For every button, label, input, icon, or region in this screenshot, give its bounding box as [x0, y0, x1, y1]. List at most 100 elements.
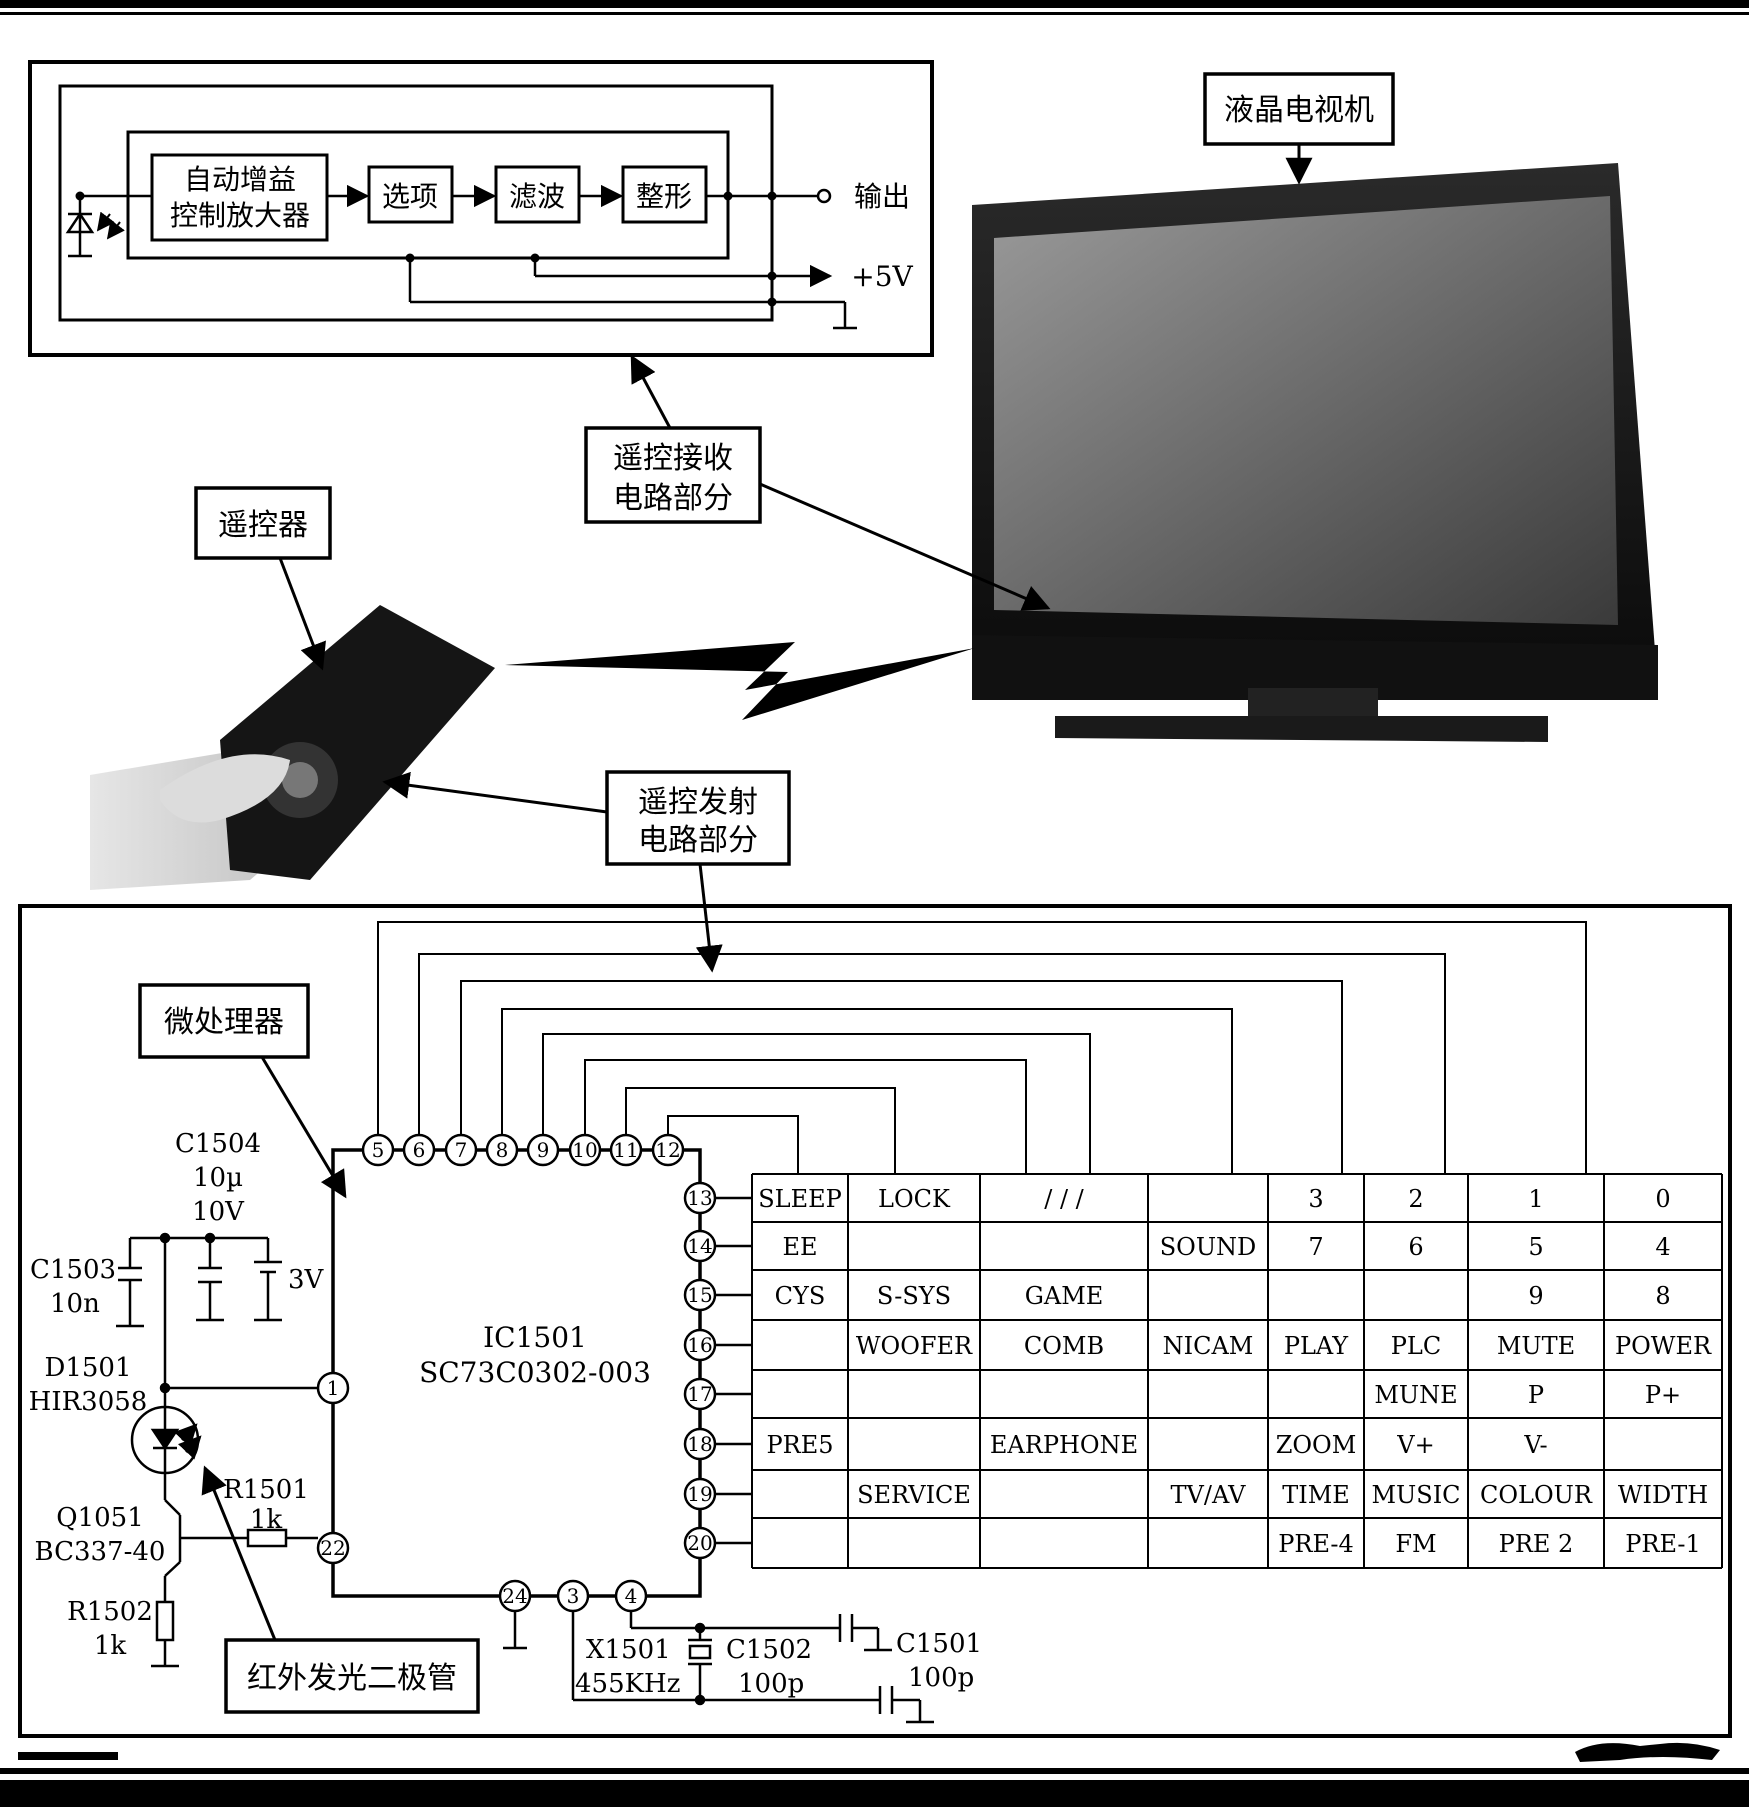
key-mune-r4c5: MUNE: [1374, 1381, 1457, 1409]
bottom-rule: [0, 1768, 1749, 1774]
v3-label: 3V: [288, 1265, 325, 1295]
receiver-inner-frame: [58, 84, 774, 322]
bus-wire-8: [501, 1008, 1233, 1174]
pin-13: [683, 1181, 717, 1215]
c1503-val: 10n: [50, 1289, 100, 1319]
pin-8: [485, 1133, 519, 1167]
pin-18: [683, 1427, 717, 1461]
top-rule-thin: [0, 12, 1749, 15]
output-terminal: [816, 188, 832, 204]
pin-5-label: 5: [372, 1138, 385, 1162]
transmitter-circuit-label-box: 遥控发射 电路部分: [382, 770, 791, 973]
pin-10-label: 10: [572, 1138, 597, 1162]
pin-4-label: 4: [625, 1584, 638, 1608]
pin-16: [683, 1328, 717, 1362]
key-woofer-r3c1: WOOFER: [856, 1332, 973, 1360]
lcd-tv-label: 液晶电视机: [1224, 93, 1374, 128]
pin-17-label: 17: [687, 1382, 712, 1406]
receiver-outer-frame: [28, 60, 934, 357]
pin-20-label: 20: [687, 1531, 712, 1555]
remote-illustration: [90, 605, 495, 890]
shaping-label: 整形: [636, 180, 692, 213]
bottom-mark: [18, 1752, 118, 1760]
key-mute-r3c6: MUTE: [1497, 1332, 1575, 1360]
pin-1-label: 1: [327, 1376, 340, 1400]
key-pre-4-r7c4: PRE-4: [1278, 1530, 1354, 1558]
top-rule: [0, 0, 1749, 8]
pin-14-label: 14: [687, 1234, 712, 1258]
pin-18-label: 18: [687, 1432, 712, 1456]
pin-19-label: 19: [687, 1482, 712, 1506]
key-tvav-r6c3: TV/AV: [1171, 1481, 1247, 1509]
c1502-val: 100p: [738, 1669, 804, 1699]
q1051-part: BC337-40: [35, 1537, 166, 1567]
pin-22: [316, 1531, 350, 1565]
key-3-r0c4: 3: [1308, 1185, 1323, 1213]
agc-label-line2: 控制放大器: [170, 199, 310, 232]
receiver-circuit-label-box: 遥控接收 电路部分: [584, 354, 1051, 611]
pin-8-label: 8: [496, 1138, 509, 1162]
supply-label: +5V: [851, 260, 913, 293]
key-pre2-r7c6: PRE 2: [1499, 1530, 1574, 1558]
key-music-r6c5: MUSIC: [1371, 1481, 1460, 1509]
ic-ref: IC1501: [483, 1321, 587, 1354]
key-service-r6c1: SERVICE: [857, 1481, 971, 1509]
c1502-ref: C1502: [726, 1635, 812, 1665]
photodiode-icon: [65, 196, 125, 258]
key-time-r6c4: TIME: [1282, 1481, 1350, 1509]
r1501-val: 1k: [250, 1505, 283, 1535]
transmitter-frame: [18, 904, 1732, 1738]
receiver-circuit-label-line2: 电路部分: [613, 481, 733, 516]
pin-7-label: 7: [455, 1138, 468, 1162]
key-game-r2c2: GAME: [1025, 1282, 1104, 1310]
key-5-r1c6: 5: [1528, 1233, 1543, 1261]
key-width-r6c7: WIDTH: [1618, 1481, 1708, 1509]
lcd-tv-illustration: [972, 163, 1658, 742]
key-sound-r1c3: SOUND: [1160, 1233, 1257, 1261]
key-zoom-r5c4: ZOOM: [1276, 1431, 1357, 1459]
filter-label: 滤波: [509, 180, 565, 213]
key-play-r3c4: PLAY: [1284, 1332, 1349, 1360]
bus-wire-11: [625, 1087, 896, 1174]
c1504-val2: 10V: [192, 1197, 245, 1227]
key-6-r1c5: 6: [1408, 1233, 1423, 1261]
ic-part: SC73C0302-003: [419, 1356, 651, 1389]
key-1-r0c6: 1: [1528, 1185, 1543, 1213]
c1503-ref: C1503: [30, 1255, 116, 1285]
microprocessor-label-box: 微处理器: [138, 983, 347, 1199]
bus-wire-12: [667, 1115, 799, 1174]
pin-10: [568, 1133, 602, 1167]
key-8-r2c7: 8: [1655, 1282, 1670, 1310]
key-lock-r0c1: LOCK: [878, 1185, 951, 1213]
key-plc-r3c5: PLC: [1391, 1332, 1441, 1360]
pin-22-label: 22: [320, 1536, 345, 1560]
pin-3-label: 3: [567, 1584, 580, 1608]
key-4-r1c7: 4: [1655, 1233, 1670, 1261]
bus-wires: [377, 921, 1587, 1174]
agc-label-line1: 自动增益: [184, 163, 296, 196]
select-label: 选项: [382, 180, 438, 213]
pin-12: [651, 1133, 685, 1167]
pin-16-label: 16: [687, 1333, 712, 1357]
pin-11: [609, 1133, 643, 1167]
pin-13-label: 13: [687, 1186, 712, 1210]
r1502-ref: R1502: [67, 1597, 153, 1627]
key-power-r3c7: POWER: [1615, 1332, 1712, 1360]
x1501-val: 455KHz: [575, 1669, 680, 1699]
pin-9-label: 9: [537, 1138, 550, 1162]
ir-led-label-box: 红外发光二极管: [224, 1638, 480, 1714]
key-colour-r6c6: COLOUR: [1480, 1481, 1593, 1509]
ir-led-label: 红外发光二极管: [247, 1661, 457, 1696]
transmitter-circuit-label-line1: 遥控发射: [638, 785, 758, 820]
pin-14: [683, 1229, 717, 1263]
bus-wire-5: [377, 921, 1587, 1174]
key-s-sys-r2c1: S-SYS: [877, 1282, 951, 1310]
key-cys-r2c0: CYS: [775, 1282, 826, 1310]
receiver-block-labels: 自动增益 控制放大器 选项 滤波 整形 输出 +5V: [170, 163, 914, 293]
c1504-ref: C1504: [175, 1129, 261, 1159]
bus-wire-7: [460, 980, 1343, 1174]
key-9-r2c6: 9: [1528, 1282, 1543, 1310]
r1501-ref: R1501: [223, 1475, 309, 1505]
